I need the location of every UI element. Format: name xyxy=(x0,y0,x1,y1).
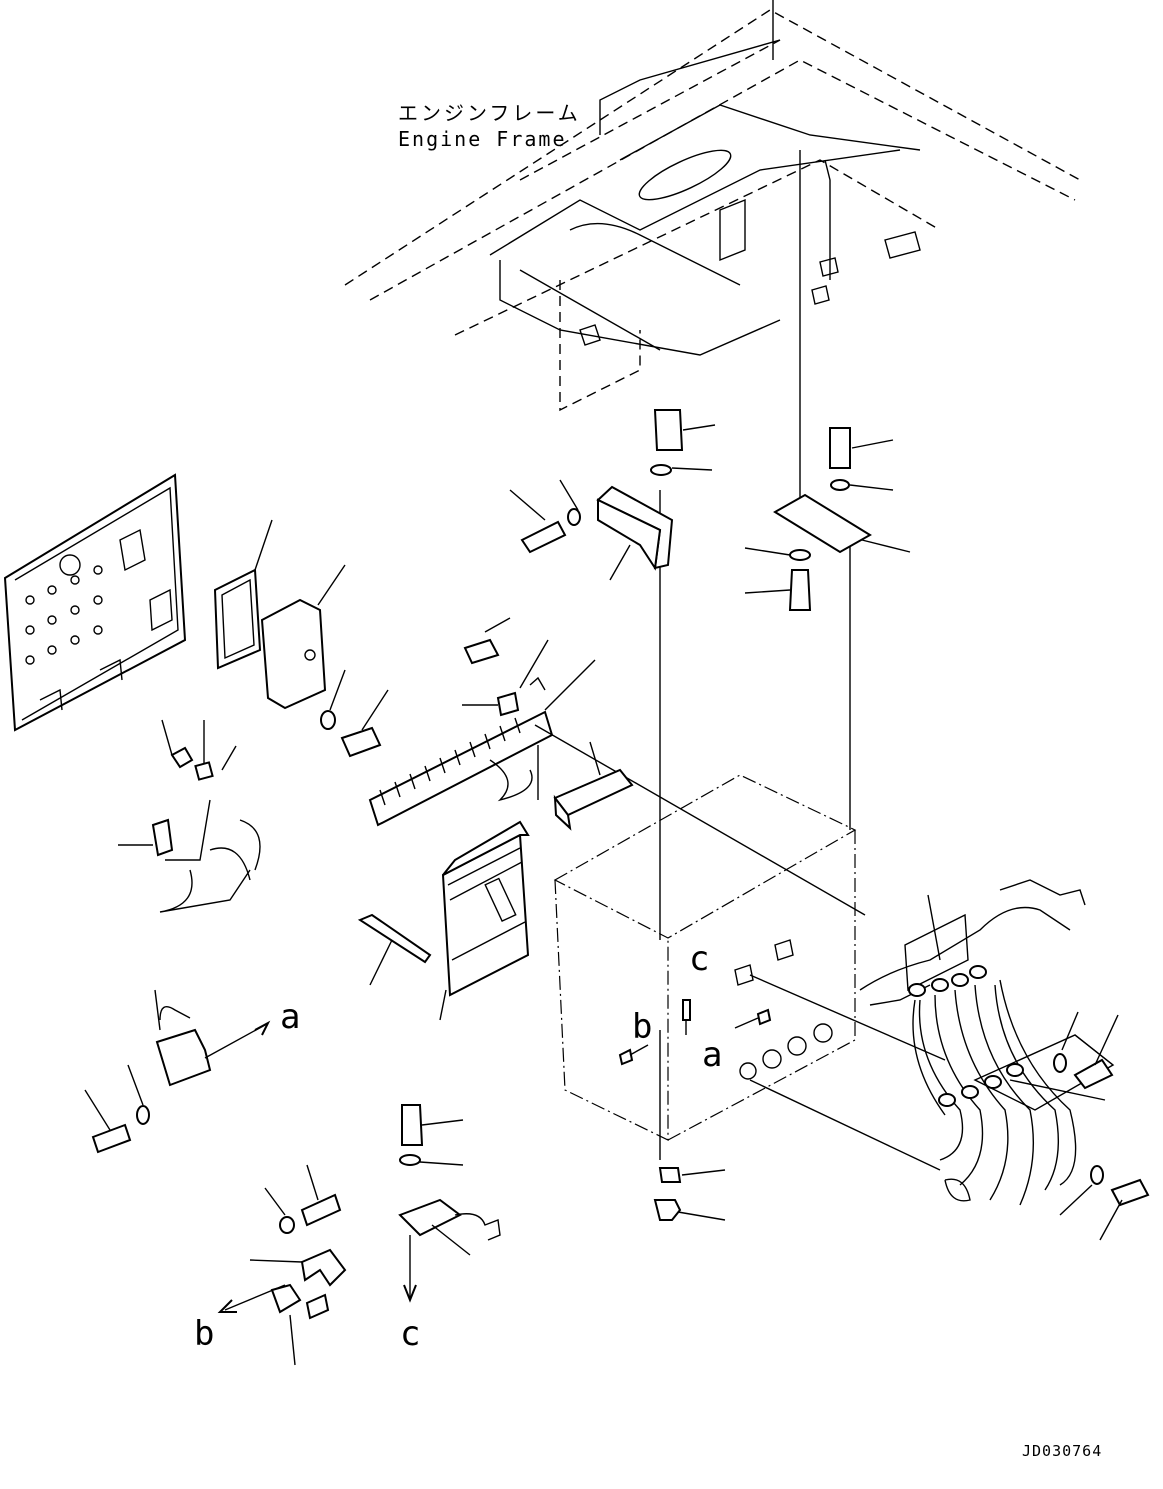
callout-a-left: a xyxy=(280,997,300,1037)
callout-b-box: b xyxy=(632,1007,652,1047)
washer-icon xyxy=(1053,1053,1067,1073)
frame-label-japanese: エンジンフレーム xyxy=(398,101,581,125)
bolt-icon xyxy=(401,1104,424,1146)
callout-b-bottom: b xyxy=(194,1314,214,1354)
washer-icon xyxy=(650,464,672,476)
washer-icon xyxy=(830,479,850,491)
relay-rail xyxy=(368,617,866,916)
mount-block xyxy=(553,741,634,831)
washer-icon xyxy=(320,710,336,730)
wire-harness xyxy=(859,879,1115,1206)
washer-icon xyxy=(399,1154,421,1166)
relay-harness xyxy=(118,719,261,913)
washer-icon xyxy=(279,1216,295,1234)
sensor-b-assembly xyxy=(217,1164,347,1366)
washer-icon xyxy=(789,549,811,561)
bolt-icon xyxy=(829,427,851,469)
box-fittings xyxy=(618,999,772,1066)
right-bracket-assembly xyxy=(744,427,911,611)
sensor-c-assembly xyxy=(398,1104,501,1303)
bolt-icon xyxy=(357,913,432,964)
bolt-icon xyxy=(653,409,684,451)
bolt-icon xyxy=(1110,1178,1150,1207)
washer-icon xyxy=(1090,1165,1104,1185)
cover-assembly xyxy=(213,519,389,758)
fuse-panel xyxy=(3,473,187,732)
controller-unit xyxy=(357,820,530,1021)
bolt-icon xyxy=(340,726,382,758)
sensor-a-assembly xyxy=(84,989,271,1154)
callout-a-box: a xyxy=(702,1035,722,1075)
callout-c-box: c xyxy=(689,939,709,979)
right-fasteners xyxy=(1053,1011,1150,1241)
bolt-icon xyxy=(520,520,567,554)
washer-icon xyxy=(567,508,581,526)
bolt-icon xyxy=(788,569,812,611)
bolt-icon xyxy=(463,638,500,665)
main-box xyxy=(553,774,946,1171)
bolt-icon xyxy=(300,1193,342,1227)
callout-c-bottom: c xyxy=(400,1314,420,1354)
drawing-code: JD030764 xyxy=(1022,1442,1102,1460)
engine-frame: エンジンフレーム Engine Frame xyxy=(344,0,1081,412)
bolt-icon xyxy=(91,1123,132,1154)
washer-icon xyxy=(136,1105,150,1125)
callout-labels: a a b b c c xyxy=(194,939,722,1354)
bolt-icon xyxy=(151,818,174,857)
bolt-icon xyxy=(1073,1058,1114,1090)
left-bracket-assembly xyxy=(509,409,716,581)
frame-label-english: Engine Frame xyxy=(398,127,567,151)
bottom-fasteners xyxy=(653,1167,726,1221)
